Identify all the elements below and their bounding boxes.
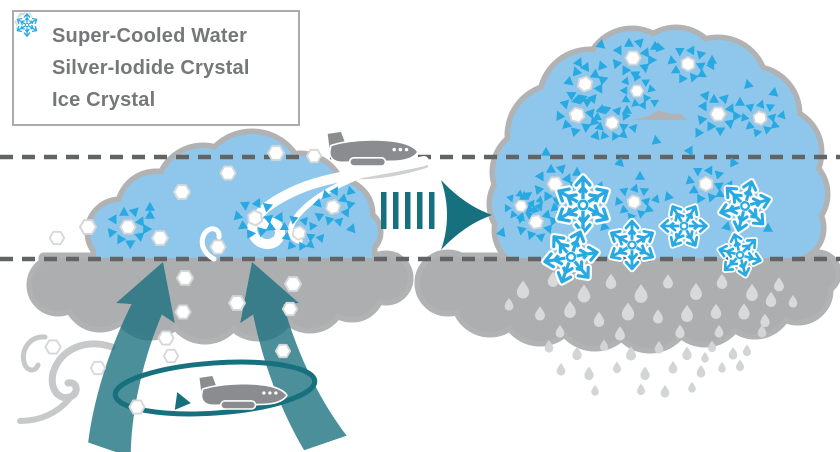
raindrop-icon: [736, 359, 744, 371]
silver-iodide-crystal-icon: [210, 240, 225, 253]
raindrop-icon: [743, 344, 751, 356]
silver-iodide-crystal-icon: [285, 277, 301, 291]
raindrop-icon: [661, 385, 670, 398]
raindrop-icon: [718, 362, 725, 373]
transform-arrow-icon: [381, 180, 492, 250]
legend-item-silver-iodide: Silver-Iodide Crystal: [14, 12, 288, 84]
legend: Super-Cooled Water Silver-Iodide Crystal…: [12, 10, 300, 126]
silver-iodide-crystal-icon: [276, 345, 290, 357]
legend-label: Ice Crystal: [52, 88, 156, 111]
silver-iodide-crystal-icon: [229, 296, 245, 310]
silver-iodide-crystal-icon: [80, 220, 96, 234]
legend-item-ice-crystal: Ice Crystal: [22, 84, 288, 116]
raindrop-icon: [557, 363, 566, 376]
silver-iodide-crystal-icon: [283, 303, 297, 315]
raindrop-icon: [697, 365, 706, 378]
legend-label: Super-Cooled Water: [52, 24, 248, 47]
raindrop-icon: [682, 347, 691, 360]
silver-iodide-crystal-icon: [50, 232, 64, 244]
silver-iodide-crystal-icon: [164, 350, 178, 362]
seeding-aircraft-icon: [326, 130, 419, 167]
raindrop-icon: [637, 383, 645, 395]
silver-iodide-crystal-icon: [152, 231, 168, 245]
silver-iodide-crystal-icon: [220, 166, 235, 179]
silver-iodide-crystal-icon: [174, 185, 190, 199]
right-cloud-ice-region: [492, 30, 825, 266]
silver-iodide-crystal-icon: [91, 362, 105, 374]
silver-iodide-crystal-icon: [45, 340, 60, 353]
silver-iodide-crystal-icon: [307, 150, 321, 162]
raindrop-icon: [688, 382, 695, 393]
seeding-trail-swirl: [199, 156, 429, 262]
raindrop-icon: [701, 352, 708, 363]
silver-iodide-crystal-icon: [129, 400, 144, 413]
raindrop-icon: [613, 361, 621, 373]
silver-iodide-crystal-icon: [268, 146, 284, 160]
raindrop-icon: [669, 361, 678, 374]
silver-iodide-crystal-icon: [158, 331, 173, 344]
raindrop-icon: [640, 367, 649, 380]
silver-iodide-crystal-icon: [175, 305, 190, 318]
raindrop-icon: [584, 367, 593, 380]
legend-item-supercooled-water: Super-Cooled Water: [15, 12, 288, 52]
raindrop-icon: [591, 385, 598, 396]
wind-swirl-icon: [17, 334, 116, 424]
flight-path-orbit: [112, 359, 318, 417]
silver-iodide-crystal-icon: [177, 271, 193, 285]
legend-label: Silver-Iodide Crystal: [52, 56, 250, 79]
raindrop-icon: [729, 347, 738, 360]
